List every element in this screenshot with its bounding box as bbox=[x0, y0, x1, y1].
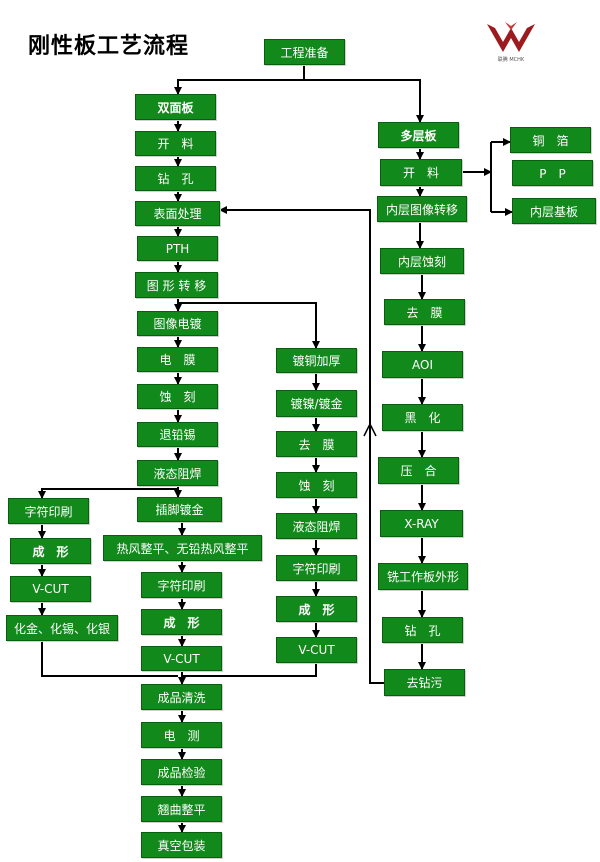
page-title: 刚性板工艺流程 bbox=[28, 34, 190, 59]
step-aoi[interactable]: AOI bbox=[382, 351, 463, 378]
connector bbox=[182, 663, 317, 677]
step-final-clean[interactable]: 成品清洗 bbox=[141, 684, 222, 710]
step-ni-au-plating[interactable]: 镀镍/镀金 bbox=[276, 390, 357, 417]
step-chemical-finish[interactable]: 化金、化锡、化银 bbox=[6, 615, 118, 641]
step-xray[interactable]: X-RAY bbox=[380, 510, 463, 537]
step-multilayer-board[interactable]: 多层板 bbox=[378, 122, 459, 148]
wings-logo-icon bbox=[487, 22, 535, 52]
step-ml-cutting[interactable]: 开 料 bbox=[380, 159, 462, 186]
step-final-inspect[interactable]: 成品检验 bbox=[141, 759, 222, 785]
company-logo: 联腾 MCHK bbox=[483, 18, 539, 64]
material-inner-core[interactable]: 内层基板 bbox=[512, 198, 596, 224]
step-desmear[interactable]: 去钻污 bbox=[384, 669, 465, 696]
connector bbox=[219, 206, 384, 684]
step-engineering-prep[interactable]: 工程准备 bbox=[264, 39, 345, 65]
connector bbox=[363, 422, 377, 437]
step-hasl[interactable]: 热风整平、无铅热风整平 bbox=[103, 535, 262, 561]
connector bbox=[178, 302, 320, 349]
step-ml-drilling[interactable]: 钻 孔 bbox=[382, 617, 463, 643]
step-gold-finger[interactable]: 插脚镀金 bbox=[137, 497, 222, 522]
step-forming-c[interactable]: 成 形 bbox=[276, 596, 357, 622]
step-cu-plating-thick[interactable]: 镀铜加厚 bbox=[276, 348, 357, 373]
step-image-plating[interactable]: 图像电镀 bbox=[137, 311, 218, 336]
connector bbox=[38, 488, 178, 499]
logo-text: 联腾 MCHK bbox=[497, 57, 525, 63]
connector bbox=[41, 641, 178, 677]
step-warp-flatten[interactable]: 翘曲整平 bbox=[141, 796, 222, 822]
step-forming-b[interactable]: 成 形 bbox=[141, 609, 222, 635]
material-pp[interactable]: P P bbox=[512, 160, 593, 186]
step-inner-image-transfer[interactable]: 内层图像转移 bbox=[377, 196, 467, 222]
step-vcut-a[interactable]: V-CUT bbox=[10, 576, 91, 602]
step-ds-cutting[interactable]: 开 料 bbox=[135, 131, 216, 156]
step-double-sided-board[interactable]: 双面板 bbox=[135, 94, 216, 120]
step-ml-strip[interactable]: 去 膜 bbox=[384, 299, 465, 325]
step-lamination[interactable]: 压 合 bbox=[378, 457, 459, 484]
step-ds-drilling[interactable]: 钻 孔 bbox=[135, 166, 216, 191]
step-etching-a[interactable]: 蚀 刻 bbox=[137, 384, 218, 409]
connector bbox=[174, 65, 305, 95]
step-legend-print-c[interactable]: 字符印刷 bbox=[276, 555, 357, 581]
step-pattern-transfer[interactable]: 图 形 转 移 bbox=[135, 272, 218, 298]
step-vcut-c[interactable]: V-CUT bbox=[276, 637, 357, 663]
step-legend-print-b[interactable]: 字符印刷 bbox=[141, 572, 222, 598]
step-strip-film-b[interactable]: 去 膜 bbox=[276, 431, 357, 457]
step-film-electro[interactable]: 电 膜 bbox=[137, 347, 218, 372]
step-panel-routing[interactable]: 铣工作板外形 bbox=[378, 563, 468, 590]
step-surface-treatment[interactable]: 表面处理 bbox=[135, 201, 220, 226]
material-copper-foil[interactable]: 铜 箔 bbox=[510, 127, 591, 153]
connector bbox=[304, 79, 424, 123]
step-legend-print-a[interactable]: 字符印刷 bbox=[8, 498, 89, 524]
step-vacuum-pack[interactable]: 真空包装 bbox=[141, 832, 222, 858]
step-tin-strip[interactable]: 退铅锡 bbox=[137, 422, 218, 447]
step-forming-a[interactable]: 成 形 bbox=[10, 538, 91, 564]
step-solder-mask-a[interactable]: 液态阻焊 bbox=[137, 460, 218, 486]
step-black-oxide[interactable]: 黑 化 bbox=[382, 404, 463, 431]
step-pth[interactable]: PTH bbox=[137, 236, 218, 261]
step-etching-b[interactable]: 蚀 刻 bbox=[276, 472, 357, 498]
step-e-test[interactable]: 电 测 bbox=[141, 722, 222, 748]
step-vcut-b[interactable]: V-CUT bbox=[141, 646, 222, 671]
step-inner-etch[interactable]: 内层蚀刻 bbox=[380, 248, 464, 274]
step-solder-mask-b[interactable]: 液态阻焊 bbox=[276, 513, 357, 539]
